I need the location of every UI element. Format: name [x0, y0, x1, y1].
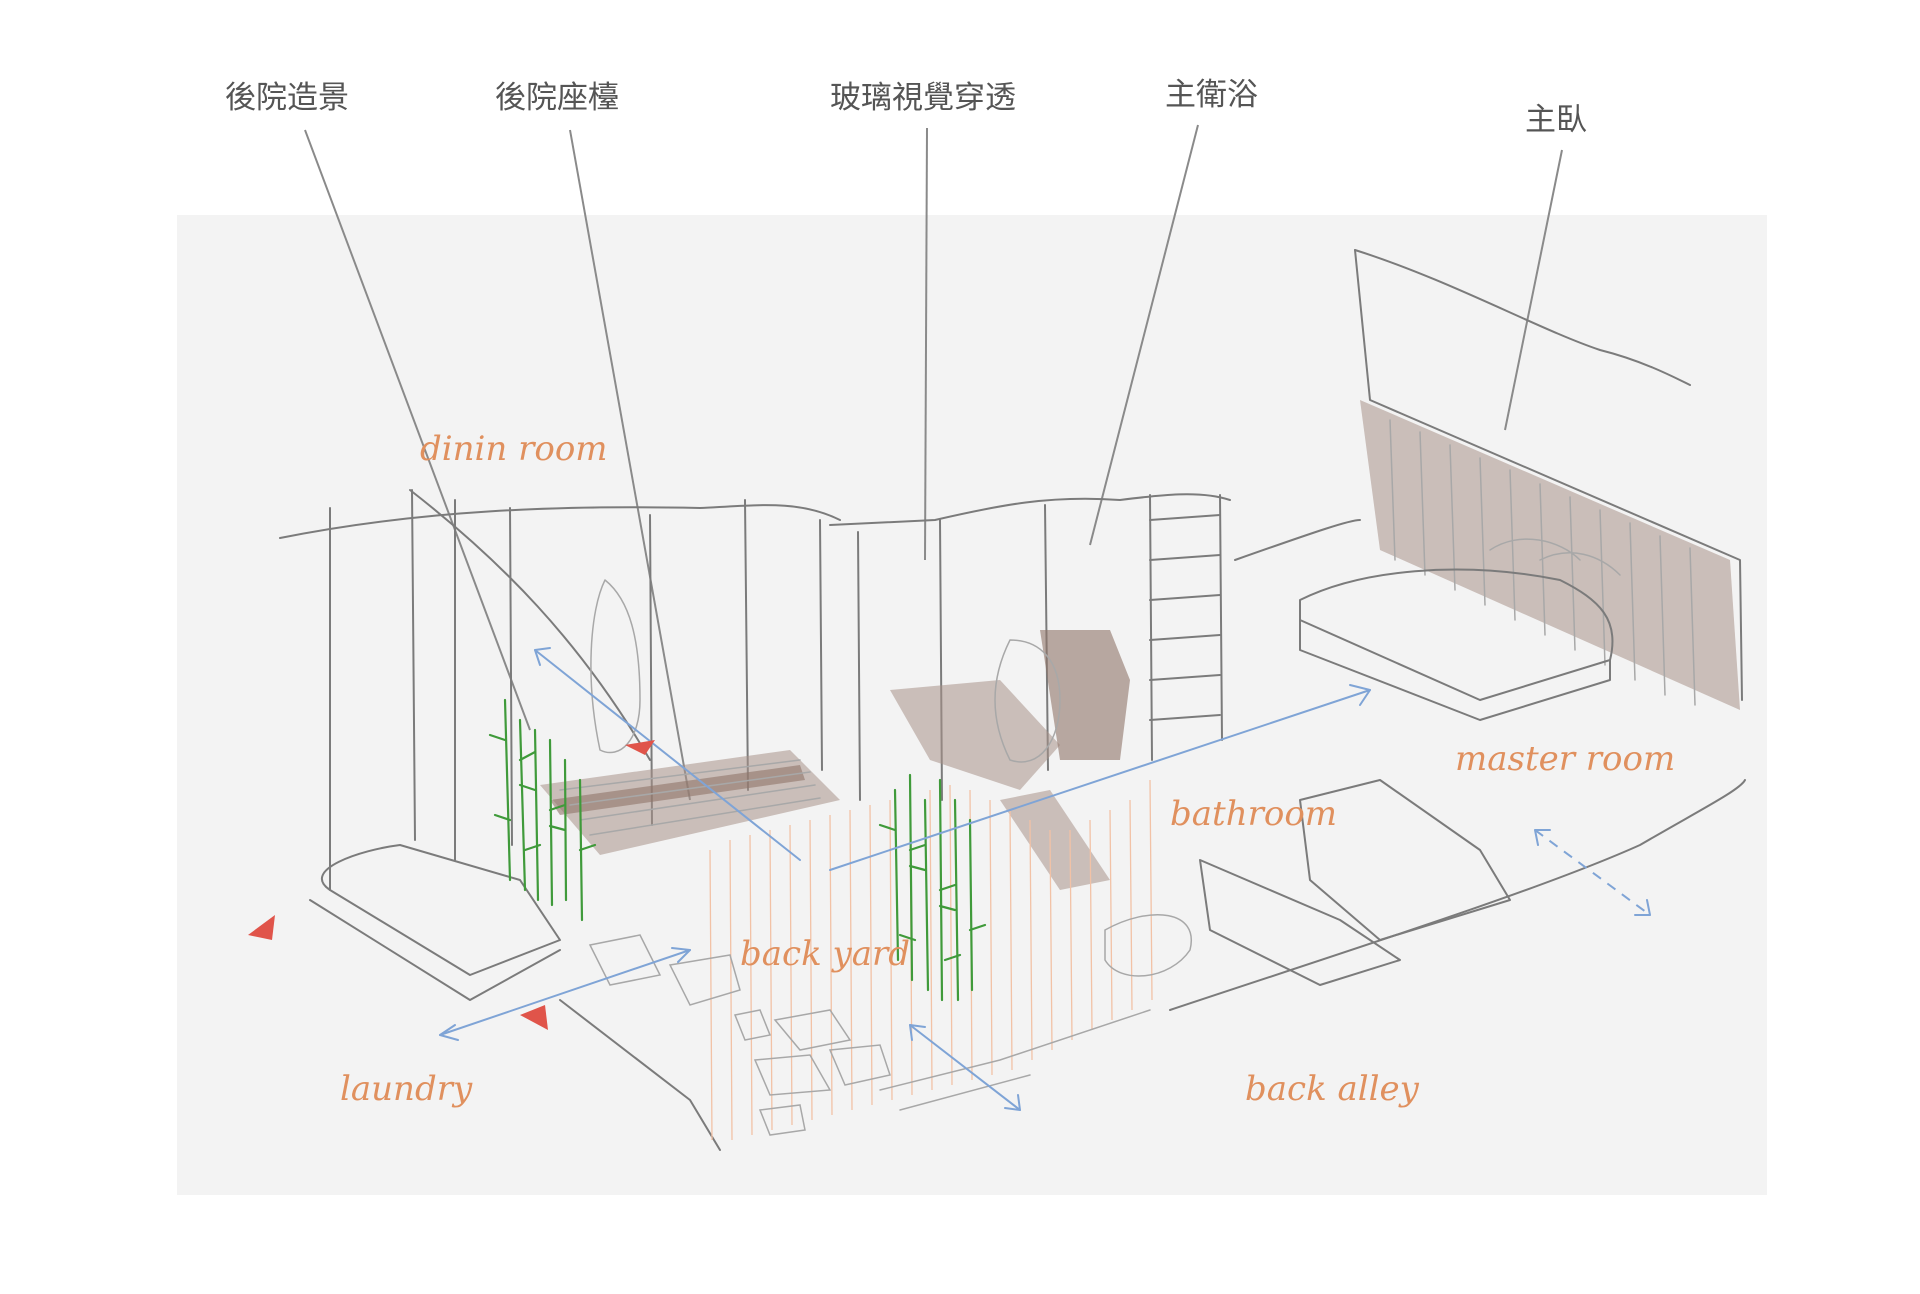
arrow-master-to-alley [1534, 829, 1651, 916]
callout-master-bathroom: 主衛浴 [1089, 77, 1258, 546]
arrow-dining-to-backyard [534, 649, 801, 861]
red-marker-entry-laundry [520, 1005, 548, 1030]
callout-label-glass-transparency: 玻璃視覺穿透 [830, 80, 1016, 116]
leader-line-master-bathroom [1089, 124, 1199, 546]
red-marker-entry-left [248, 915, 275, 940]
callout-backyard-bench: 後院座檯 [495, 80, 691, 801]
callout-label-master-bathroom: 主衛浴 [1165, 77, 1258, 113]
room-label-bathroom: bathroom [1170, 794, 1337, 834]
sketch-backyard-bench [540, 750, 840, 855]
arrow-laundry-to-backyard [439, 949, 691, 1036]
sketch-bamboo-center [878, 773, 987, 1002]
sketch-bamboo-left [488, 698, 597, 922]
room-label-back-alley: back alley [1245, 1069, 1420, 1109]
room-label-backyard: back yard [740, 934, 910, 974]
room-label-dining: dinin room [420, 429, 608, 469]
leader-line-backyard-bench [569, 129, 691, 801]
callout-backyard-landscape: 後院造景 [225, 80, 531, 731]
callout-label-master-bedroom: 主臥 [1525, 102, 1587, 138]
circulation-arrows [439, 647, 1651, 1111]
red-markers [248, 740, 655, 1030]
sketch-bathroom-block [829, 493, 1231, 890]
sketch-master-bedroom [1169, 249, 1746, 1011]
room-label-laundry: laundry [340, 1069, 473, 1109]
arrow-backyard-to-alley [909, 1024, 1021, 1111]
leader-line-backyard-landscape [304, 129, 531, 731]
arrow-backyard-to-master [829, 689, 1371, 871]
callout-label-backyard-landscape: 後院造景 [225, 80, 349, 116]
room-label-master: master room [1455, 739, 1675, 779]
callout-label-backyard-bench: 後院座檯 [495, 80, 619, 116]
leader-line-glass-transparency [924, 127, 928, 561]
red-marker-bench [625, 740, 655, 755]
callout-master-bedroom: 主臥 [1504, 102, 1587, 431]
callout-glass-transparency: 玻璃視覺穿透 [830, 80, 1016, 561]
leader-line-master-bedroom [1504, 149, 1563, 431]
